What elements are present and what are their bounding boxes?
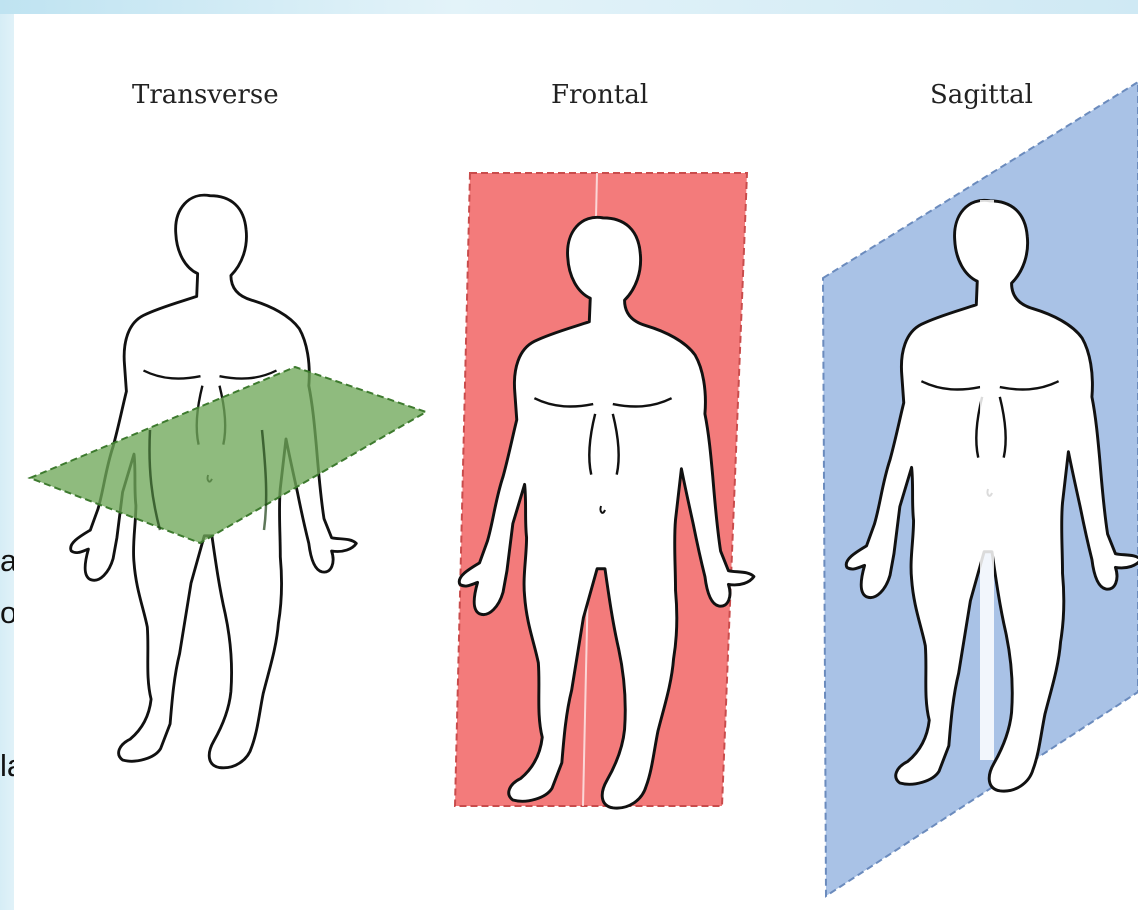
sagittal-figure-group: [823, 82, 1138, 896]
transverse-figure-group: [30, 195, 426, 768]
sagittal-title: Sagittal: [930, 80, 1033, 110]
transverse-title: Transverse: [132, 80, 279, 110]
frontal-title: Frontal: [551, 80, 648, 110]
frontal-figure-group: [455, 173, 754, 808]
